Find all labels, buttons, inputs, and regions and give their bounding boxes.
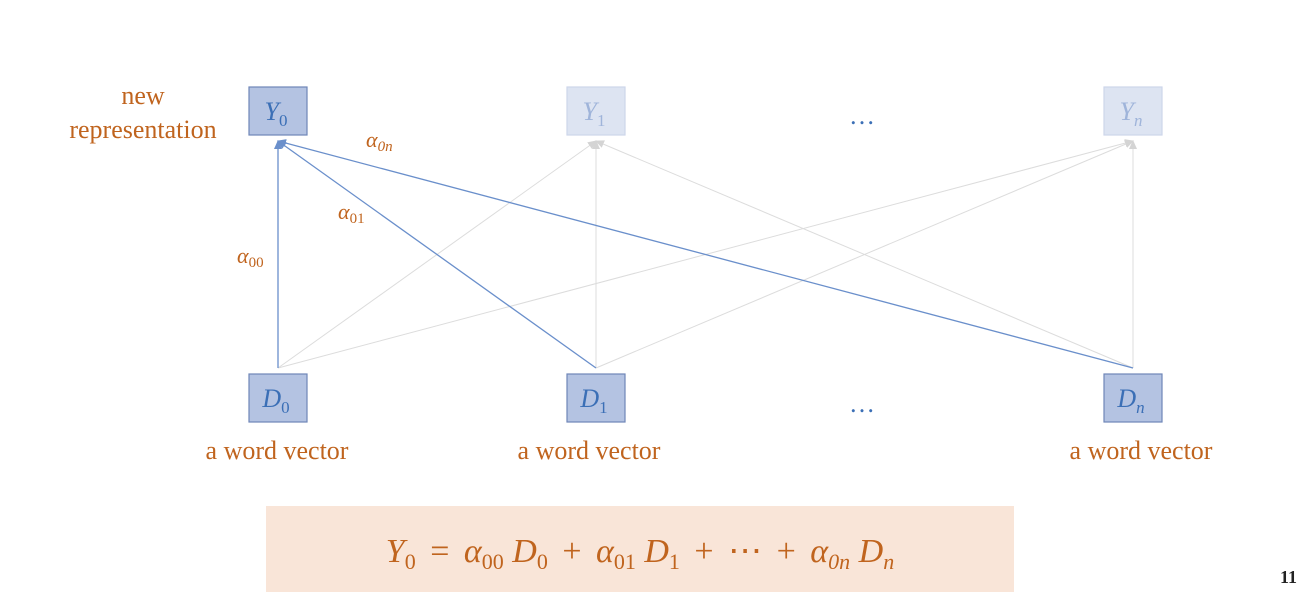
node-label-Y0: Y0 [265, 97, 288, 130]
edge-layer [274, 139, 1137, 369]
edge-D1-Yn [595, 140, 1134, 369]
node-box-Y0 [248, 86, 308, 136]
node-Y1: Y1 [566, 86, 626, 136]
node-label-Yn: Yn [1120, 97, 1143, 130]
node-box-D0 [248, 373, 308, 423]
caption-dn: a word vector [1070, 436, 1213, 465]
representation-label: representation [69, 115, 216, 144]
node-label-Dn: Dn [1116, 384, 1144, 417]
caption-d1: a word vector [518, 436, 661, 465]
node-box-Dn [1103, 373, 1163, 423]
node-box-D1 [566, 373, 626, 423]
node-Y0: Y0 [248, 86, 308, 136]
caption-d0: a word vector [206, 436, 349, 465]
formula: Y0 = α00 D0 + α01 D1 + ⋯ + α0n Dn [386, 533, 894, 577]
node-label-Y1: Y1 [583, 97, 606, 130]
weight-label-a01: α01 [338, 199, 365, 227]
svg-text:Y0 = α00 D0: Y0 = α00 D0 + α01 D1 + ⋯ + α0n Dn [386, 533, 894, 577]
edge-Dn-Y0 [277, 139, 1134, 369]
weight-label-a00: α00 [237, 243, 264, 271]
node-Yn: Yn [1103, 86, 1163, 136]
node-D1: D1 [566, 373, 626, 423]
node-D0: D0 [248, 373, 308, 423]
node-box-Yn [1103, 86, 1163, 136]
edge-D1-Y0 [277, 140, 597, 369]
node-box-Y1 [566, 86, 626, 136]
new-label: new [121, 81, 165, 110]
formula-box: Y0 = α00 D0 + α01 D1 + ⋯ + α0n Dn [266, 506, 1014, 592]
output-ellipsis: … [849, 101, 875, 130]
input-ellipsis: … [849, 389, 875, 418]
page-number: 11 [1279, 567, 1297, 587]
node-Dn: Dn [1103, 373, 1163, 423]
weight-label-a0n: α0n [366, 127, 393, 155]
node-label-D1: D1 [579, 384, 607, 417]
node-label-D0: D0 [261, 384, 289, 417]
